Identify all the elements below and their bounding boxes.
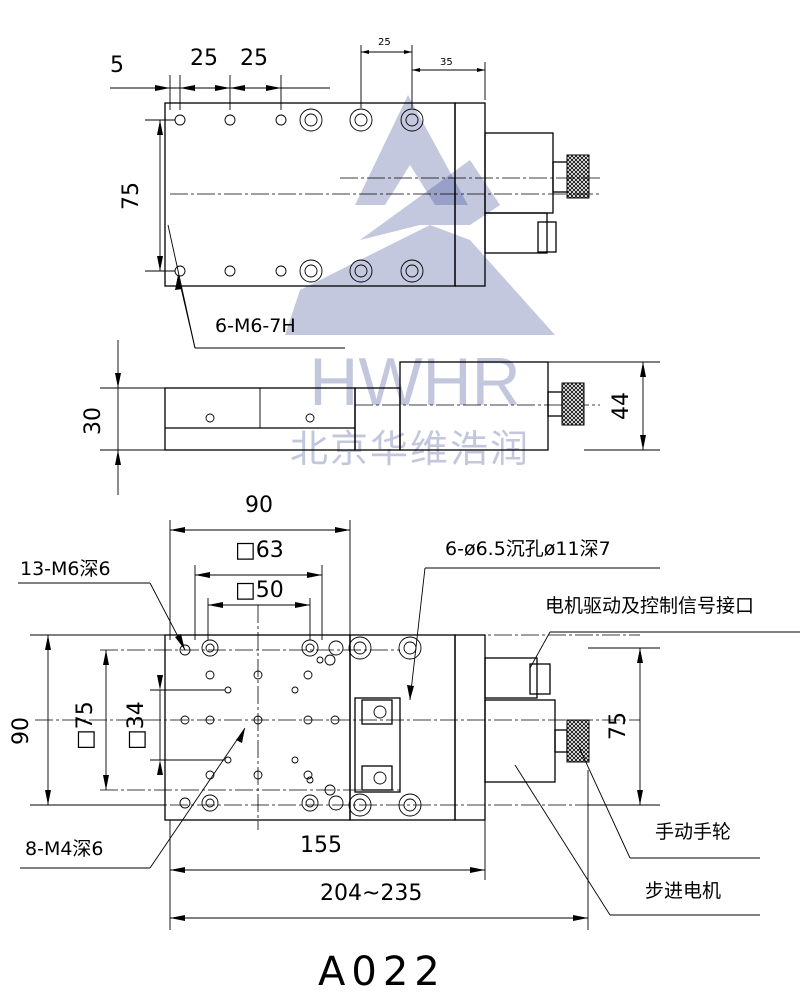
- dim-50: □50: [235, 578, 284, 603]
- handwheel-plan-icon: [566, 719, 590, 763]
- m6-hole-icon: [174, 114, 287, 277]
- dim-30: 30: [81, 407, 106, 435]
- note-handwheel: 手动手轮: [655, 821, 731, 843]
- note-stepper: 步进电机: [645, 880, 721, 902]
- plan-counterbore-icon: [201, 636, 422, 817]
- plan-view: 90 □63 □50 13-M6深6 6-ø6.5沉孔ø11深7 电机驱动及控制…: [9, 493, 800, 930]
- note-counterbore: 6-ø6.5沉孔ø11深7: [445, 538, 611, 560]
- dim-25-a: 25: [190, 46, 218, 71]
- watermark-logo: HWHR 北京华维浩润: [285, 95, 555, 471]
- dim-63: □63: [235, 538, 284, 563]
- dim-5: 5: [110, 53, 124, 78]
- side-view: 30 44: [81, 340, 660, 495]
- dim-155: 155: [300, 833, 342, 858]
- dim-25-b: 25: [240, 46, 268, 71]
- dim-75: 75: [119, 182, 144, 210]
- dim-75-right: 75: [606, 712, 631, 740]
- dim-90-top: 90: [245, 493, 273, 518]
- dim-75-sq: □75: [73, 701, 98, 750]
- top-view: 5 25 25 25 35 75 6-M6-7H: [110, 37, 600, 349]
- dim-34-sq: □34: [124, 701, 149, 750]
- note-13m6: 13-M6深6: [20, 558, 111, 580]
- counterbore-hole-icon: [299, 108, 424, 283]
- handwheel-icon: [566, 154, 590, 199]
- note-connector: 电机驱动及控制信号接口: [545, 595, 754, 617]
- handwheel-side-icon: [561, 382, 585, 426]
- dim-44: 44: [609, 392, 634, 420]
- dim-25-small: 25: [378, 37, 391, 48]
- dim-35-small: 35: [440, 57, 453, 68]
- dim-90-left: 90: [9, 717, 34, 745]
- note-8m4: 8-M4深6: [25, 838, 104, 860]
- model-number: A022: [318, 949, 446, 995]
- thread-note: 6-M6-7H: [215, 315, 296, 337]
- dim-204-235: 204~235: [320, 881, 422, 906]
- watermark-brand: HWHR: [309, 344, 521, 420]
